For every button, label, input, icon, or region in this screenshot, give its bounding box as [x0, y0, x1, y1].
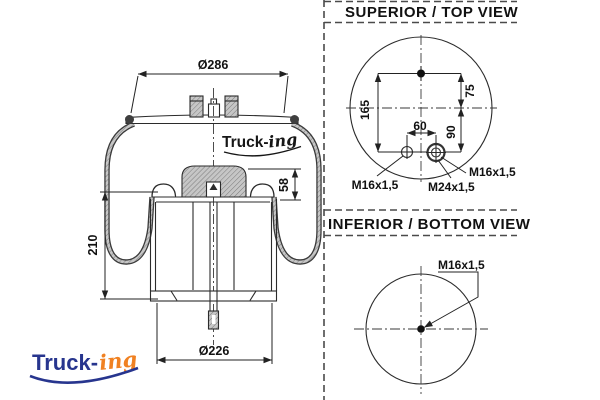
dim-label-top-diameter: Ø286: [198, 58, 229, 72]
dim-label-bumper-height: 58: [277, 178, 291, 192]
dim-label-total-depth: 165: [358, 100, 372, 120]
bellow-logo-script: ing: [267, 130, 298, 152]
bellow-brand-logo: Truck- ing: [222, 130, 302, 157]
mounting-studs: [189, 95, 239, 118]
bead-right: [290, 115, 299, 124]
bumper: [181, 165, 247, 198]
dim-bottom-diameter: Ø226: [156, 303, 273, 364]
piston: [149, 183, 278, 302]
stud-right: [426, 142, 446, 163]
top-view: 60 165 75 90 M16x1,5 M16x1,5 M24x1,5: [346, 35, 516, 194]
dim-piston-height: 210: [86, 191, 158, 300]
dim-label-stud-spacing: 60: [413, 119, 427, 133]
thread-label-center-stud: M16x1,5: [438, 258, 485, 272]
air-fitting: [207, 103, 221, 118]
center-rod: [207, 202, 220, 330]
dim-label-bottom-diameter: Ø226: [199, 344, 230, 358]
air-fitting-mark: [417, 69, 425, 78]
thread-label-right-stud: M16x1,5: [469, 165, 516, 179]
top-view-title: SUPERIOR / TOP VIEW: [345, 4, 518, 21]
side-view: Ø286 58 210 Ø226 Truck-: [86, 58, 322, 364]
dim-label-piston-height: 210: [86, 235, 100, 256]
dim-label-front-offset: 75: [463, 84, 477, 98]
stud-left: [400, 145, 414, 159]
footer-brand-logo: Truck- ing: [29, 346, 139, 384]
bead-left: [125, 115, 134, 124]
bellow-body: [104, 121, 322, 265]
bottom-view-title: INFERIOR / BOTTOM VIEW: [328, 216, 531, 233]
thread-label-air-fitting: M24x1,5: [428, 180, 475, 194]
thread-label-left-stud: M16x1,5: [352, 178, 399, 192]
bellow-logo-bold: Truck-: [222, 134, 269, 151]
dim-top-diameter: Ø286: [130, 58, 289, 114]
footer-logo-swoosh: [29, 366, 139, 384]
bottom-view: M16x1,5: [354, 258, 488, 394]
center-stud-mark: [417, 325, 425, 333]
footer-logo-bold: Truck-: [32, 350, 98, 375]
dim-label-rear-offset: 90: [444, 125, 458, 139]
dim-bumper-height: 58: [248, 168, 301, 201]
